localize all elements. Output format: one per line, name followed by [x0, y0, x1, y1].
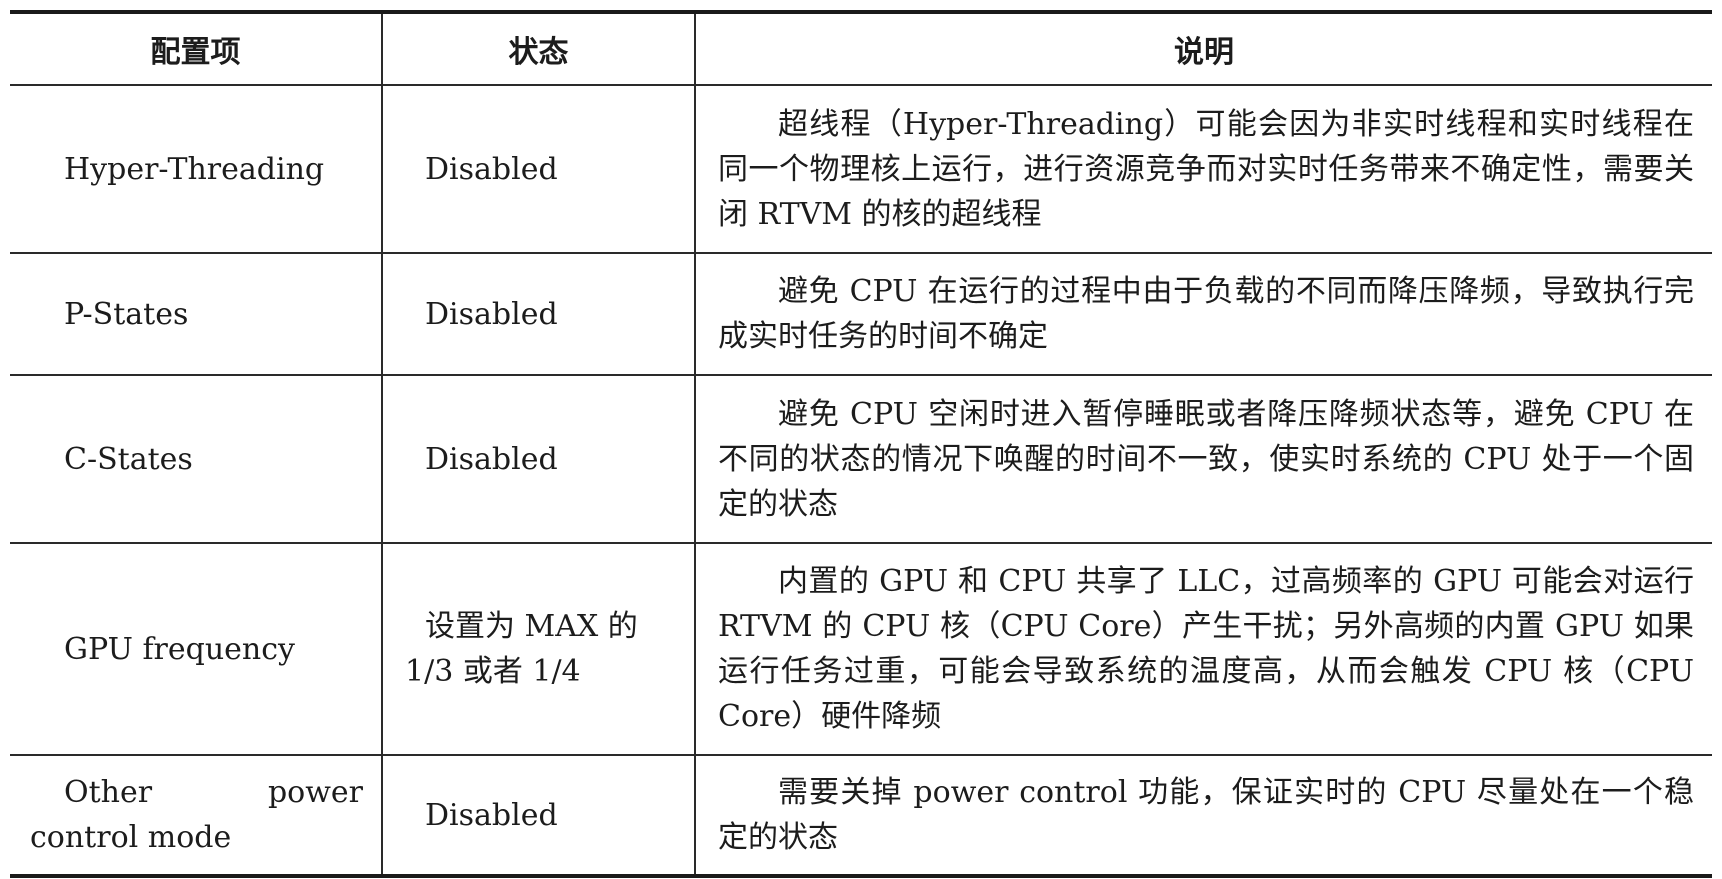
header-row: 配置项 状态 说明 — [10, 14, 1712, 86]
status-cell: Disabled — [381, 375, 695, 544]
description-cell: 内置的 GPU 和 CPU 共享了 LLC，过高频率的 GPU 可能会对运行 R… — [694, 543, 1712, 756]
description-cell: 避免 CPU 在运行的过程中由于负载的不同而降压降频，导致执行完成实时任务的时间… — [694, 253, 1712, 376]
table-row: Other power control mode Disabled 需要关掉 p… — [10, 755, 1712, 874]
description-cell: 超线程（Hyper-Threading）可能会因为非实时线程和实时线程在同一个物… — [694, 85, 1712, 254]
config-table-grid: 配置项 状态 说明 Hyper-Threading Disabled 超线程（H… — [10, 14, 1712, 874]
config-item-cell: P-States — [10, 253, 382, 376]
status-cell: Disabled — [381, 85, 695, 254]
config-item-cell: Hyper-Threading — [10, 85, 382, 254]
header-description: 说明 — [694, 14, 1712, 86]
config-item-cell: C-States — [10, 375, 382, 544]
status-cell: Disabled — [381, 253, 695, 376]
table-row: P-States Disabled 避免 CPU 在运行的过程中由于负载的不同而… — [10, 253, 1712, 376]
config-item-cell: Other power control mode — [30, 775, 363, 855]
table-row: C-States Disabled 避免 CPU 空闲时进入暂停睡眠或者降压降频… — [10, 375, 1712, 544]
status-cell: Disabled — [381, 755, 695, 874]
table-header: 配置项 状态 说明 — [10, 14, 1712, 86]
table-body: Hyper-Threading Disabled 超线程（Hyper-Threa… — [10, 85, 1712, 874]
table-row: Hyper-Threading Disabled 超线程（Hyper-Threa… — [10, 85, 1712, 254]
description-cell: 需要关掉 power control 功能，保证实时的 CPU 尽量处在一个稳定… — [694, 755, 1712, 874]
header-config-item: 配置项 — [10, 14, 382, 86]
table-row: GPU frequency 设置为 MAX 的 1/3 或者 1/4 内置的 G… — [10, 543, 1712, 756]
description-cell: 避免 CPU 空闲时进入暂停睡眠或者降压降频状态等，避免 CPU 在不同的状态的… — [694, 375, 1712, 544]
config-item-cell: GPU frequency — [10, 543, 382, 756]
config-table: 配置项 状态 说明 Hyper-Threading Disabled 超线程（H… — [10, 10, 1712, 878]
header-status: 状态 — [381, 14, 695, 86]
status-cell: 设置为 MAX 的 1/3 或者 1/4 — [381, 543, 695, 756]
